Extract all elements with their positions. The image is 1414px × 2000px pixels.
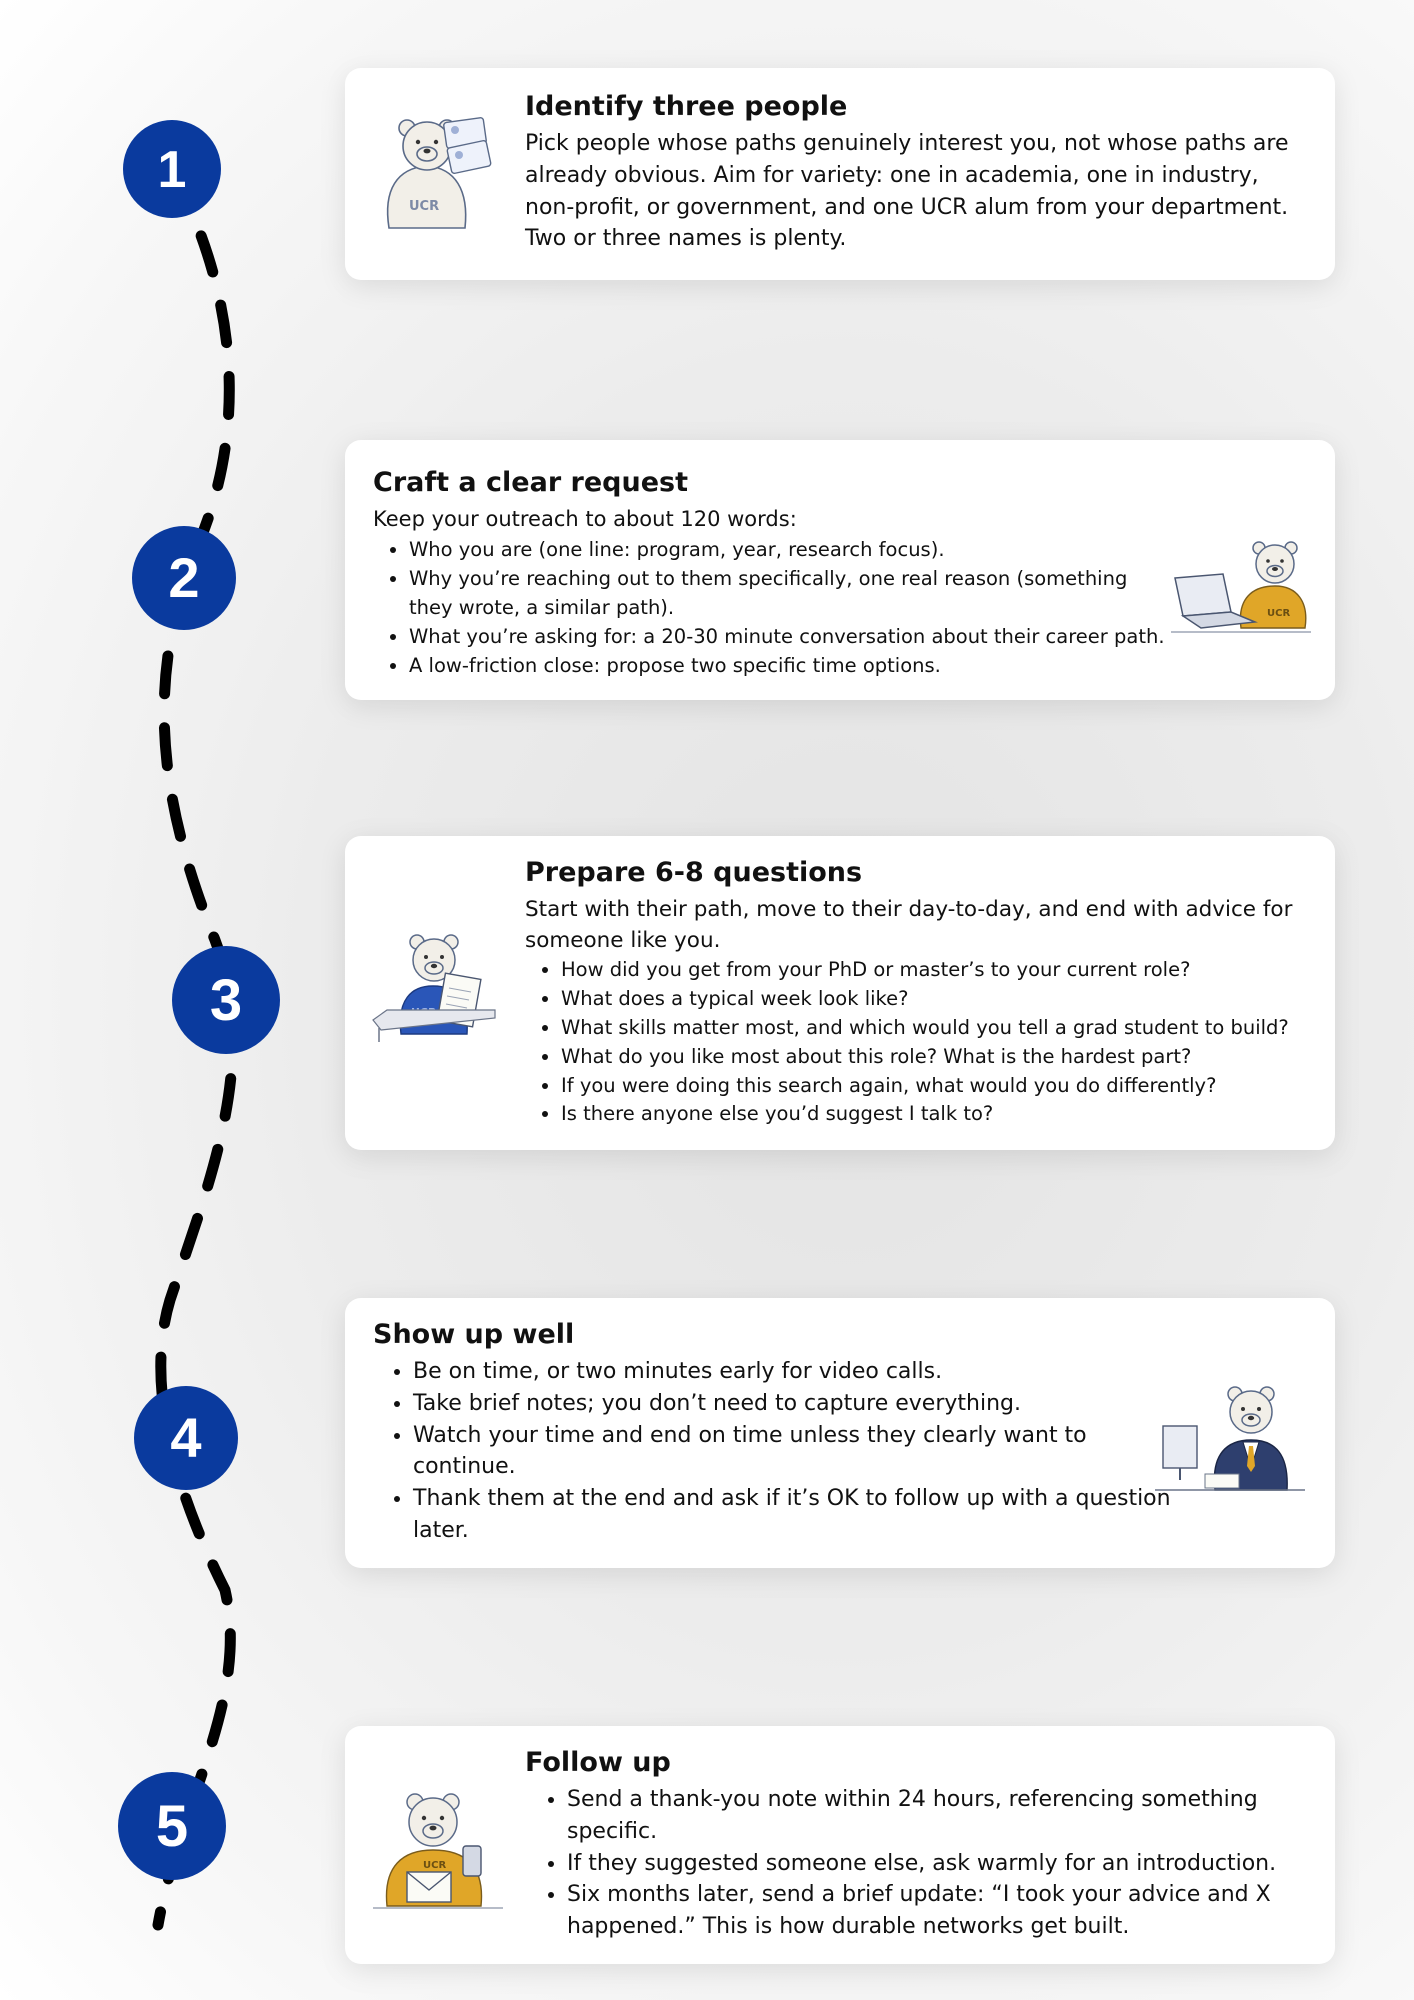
step-3-circle: 3 (172, 946, 280, 1054)
step-1-title: Identify three people (525, 91, 848, 122)
step-1-content: Identify three people Pick people whose … (525, 90, 1305, 255)
step-3-list: How did you get from your PhD or master’… (525, 956, 1315, 1129)
svg-text:UCR: UCR (1267, 608, 1290, 619)
step-1-circle: 1 (123, 120, 221, 218)
list-item: What skills matter most, and which would… (561, 1014, 1315, 1043)
list-item: If they suggested someone else, ask warm… (567, 1848, 1285, 1880)
bear-in-suit-at-desk-icon (1155, 1386, 1305, 1491)
step-3-card: UCR Prepare 6-8 questions Start with the… (345, 836, 1335, 1150)
step-5-title: Follow up (525, 1747, 671, 1778)
step-4-content: Show up well Be on time, or two minutes … (373, 1318, 1173, 1547)
step-5-list: Send a thank-you note within 24 hours, r… (525, 1784, 1285, 1943)
step-5-number: 5 (156, 1794, 188, 1859)
list-item: Six months later, send a brief update: “… (567, 1879, 1285, 1943)
step-2-content: Craft a clear request Keep your outreach… (373, 466, 1173, 680)
step-2-list: Who you are (one line: program, year, re… (373, 536, 1173, 680)
list-item: What do you like most about this role? W… (561, 1043, 1315, 1072)
list-item: Send a thank-you note within 24 hours, r… (567, 1784, 1285, 1848)
step-4-number: 4 (170, 1406, 201, 1469)
step-3-intro: Start with their path, move to their day… (525, 896, 1293, 953)
list-item: Is there anyone else you’d suggest I tal… (561, 1100, 1315, 1129)
list-item: Thank them at the end and ask if it’s OK… (413, 1483, 1173, 1547)
step-2-circle: 2 (132, 526, 236, 630)
step-4-card: Show up well Be on time, or two minutes … (345, 1298, 1335, 1568)
step-2-number: 2 (168, 546, 199, 609)
step-5-content: Follow up Send a thank-you note within 2… (525, 1746, 1285, 1943)
list-item: Who you are (one line: program, year, re… (409, 536, 1173, 565)
step-5-card: UCR Follow up Send a thank-you note with… (345, 1726, 1335, 1964)
step-1-number: 1 (158, 141, 187, 199)
list-item: Why you’re reaching out to them specific… (409, 565, 1173, 623)
step-3-content: Prepare 6-8 questions Start with their p… (525, 856, 1315, 1129)
step-1-card: UCR Identify three people Pick people wh… (345, 68, 1335, 280)
step-2-card: Craft a clear request Keep your outreach… (345, 440, 1335, 700)
step-2-title: Craft a clear request (373, 467, 688, 498)
step-3-title: Prepare 6-8 questions (525, 857, 863, 888)
bear-with-envelope-and-phone-icon: UCR (373, 1793, 503, 1909)
svg-text:UCR: UCR (423, 1860, 446, 1871)
bear-reading-notes-icon: UCR (372, 934, 496, 1042)
step-5-circle: 5 (118, 1772, 226, 1880)
timeline-dashed-line (152, 164, 239, 1931)
step-4-title: Show up well (373, 1319, 575, 1350)
list-item: Be on time, or two minutes early for vid… (413, 1356, 1173, 1388)
list-item: What does a typical week look like? (561, 985, 1315, 1014)
step-4-list: Be on time, or two minutes early for vid… (373, 1356, 1173, 1547)
step-2-intro: Keep your outreach to about 120 words: (373, 506, 797, 531)
list-item: Take brief notes; you don’t need to capt… (413, 1388, 1173, 1420)
list-item: A low-friction close: propose two specif… (409, 652, 1173, 681)
bear-holding-id-cards-icon: UCR (386, 117, 492, 229)
step-4-circle: 4 (134, 1386, 238, 1490)
step-1-body: Pick people whose paths genuinely intere… (525, 130, 1289, 252)
list-item: If you were doing this search again, wha… (561, 1072, 1315, 1101)
list-item: How did you get from your PhD or master’… (561, 956, 1315, 985)
bear-at-laptop-icon: UCR (1171, 541, 1311, 633)
list-item: Watch your time and end on time unless t… (413, 1420, 1173, 1484)
svg-text:UCR: UCR (409, 199, 439, 214)
list-item: What you’re asking for: a 20-30 minute c… (409, 623, 1173, 652)
step-3-number: 3 (210, 968, 242, 1033)
